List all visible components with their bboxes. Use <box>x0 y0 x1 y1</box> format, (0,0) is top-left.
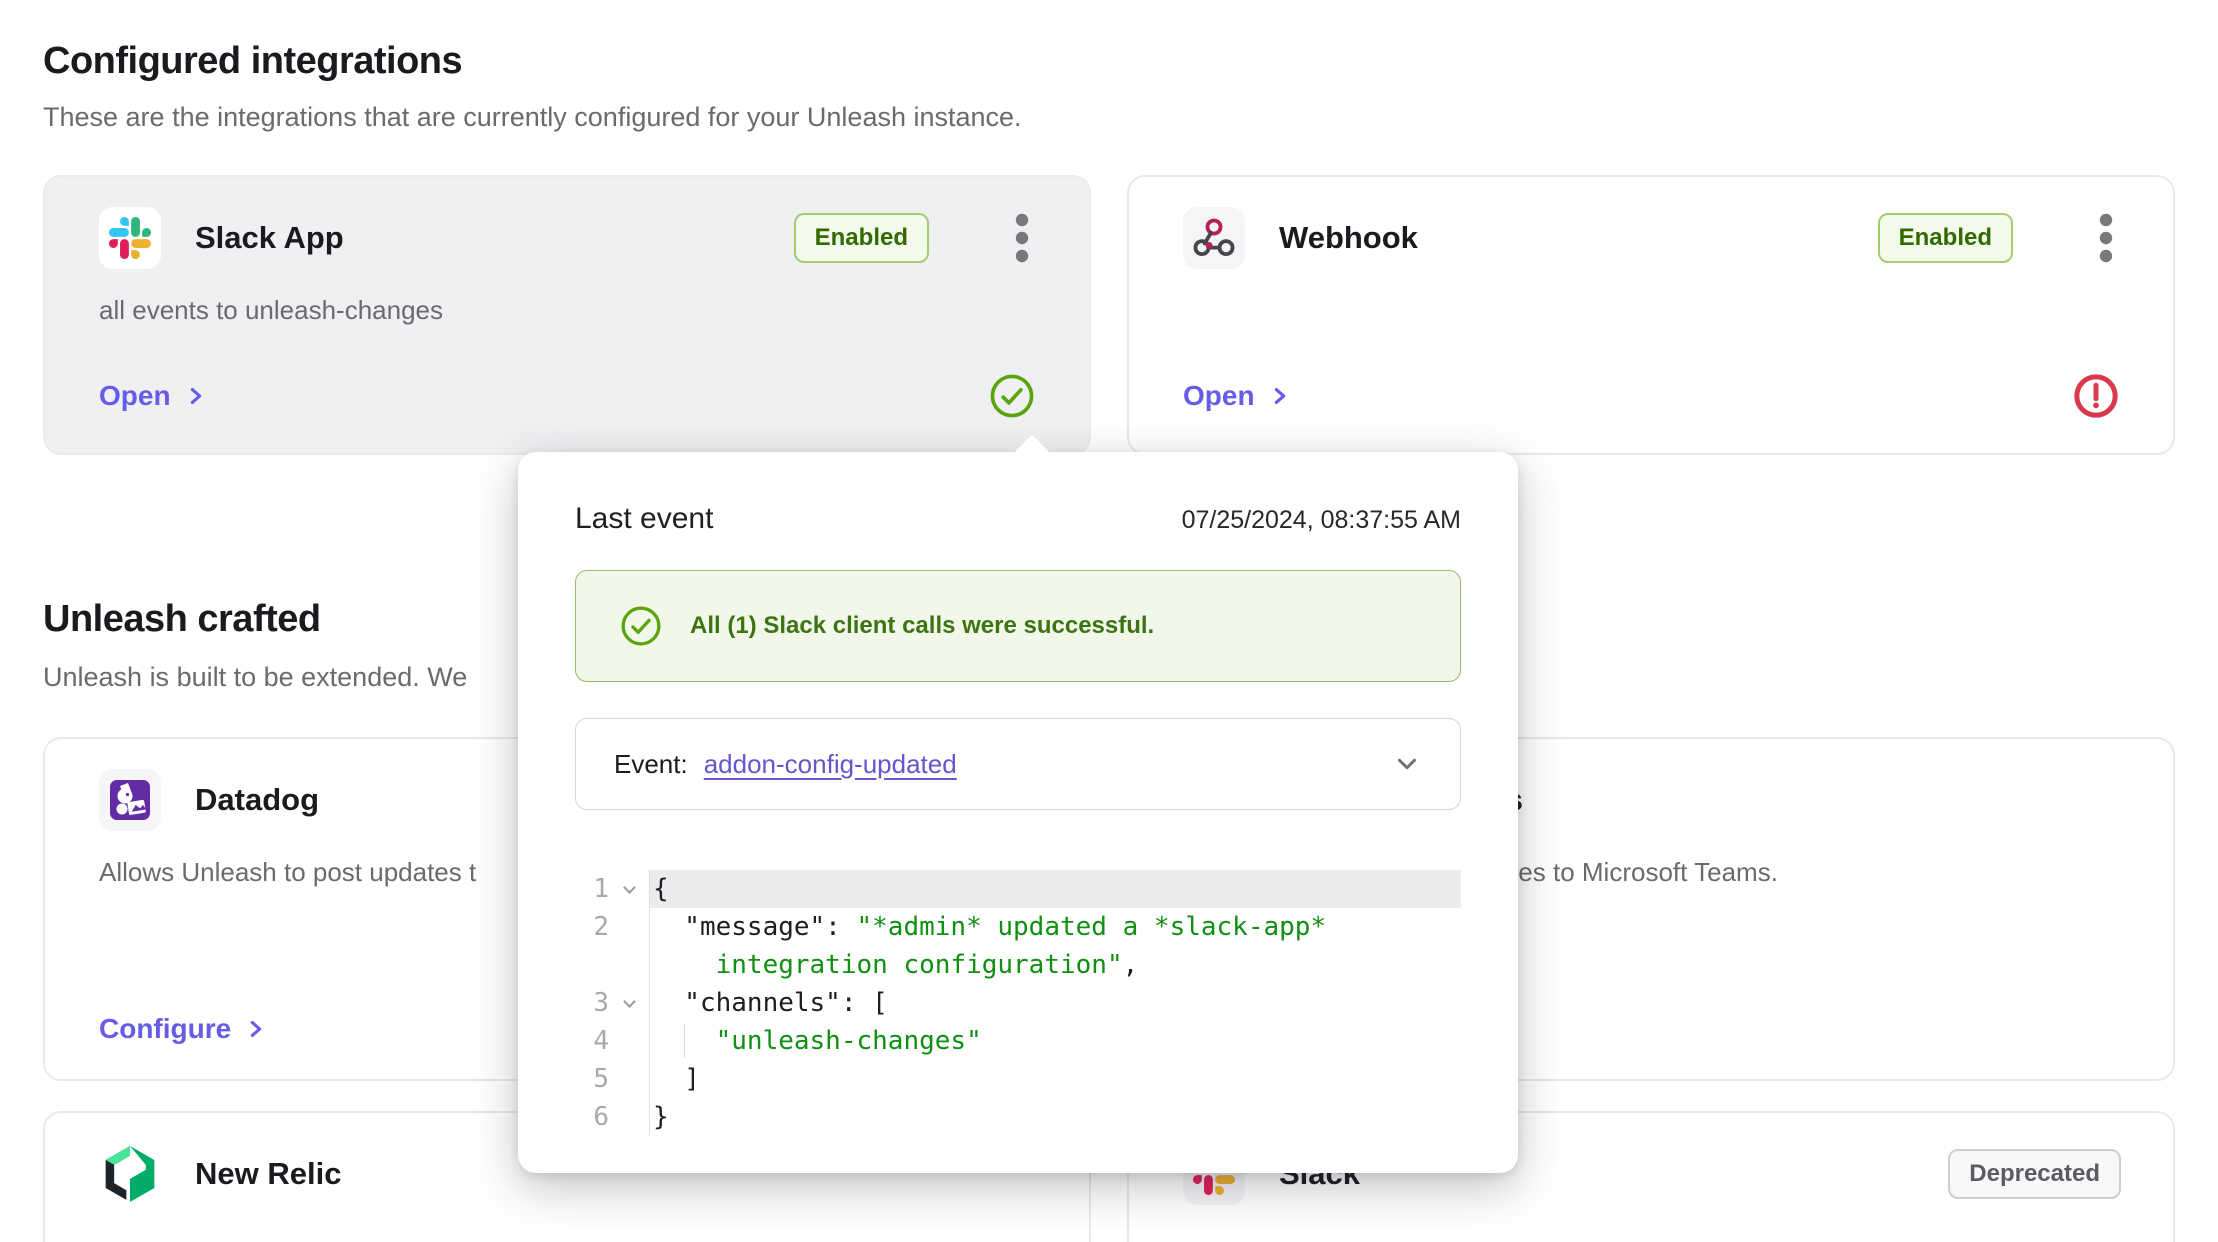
line-number <box>575 946 609 984</box>
status-badge: Enabled <box>1877 213 2013 263</box>
code-text: "channels": [ <box>649 984 1461 1022</box>
code-text: { <box>649 870 1461 908</box>
last-event-popover: Last event 07/25/2024, 08:37:55 AM All (… <box>518 452 1518 1173</box>
card-footer: Open <box>99 373 1037 419</box>
crafted-section-title: Unleash crafted <box>43 598 321 640</box>
event-select[interactable]: Event: addon-config-updated <box>575 718 1461 810</box>
event-label: Event: <box>614 748 688 779</box>
fold-gutter <box>609 1060 649 1098</box>
alert-message: All (1) Slack client calls were successf… <box>690 612 1155 639</box>
success-alert: All (1) Slack client calls were successf… <box>575 570 1461 682</box>
event-payload-code: 1{2 "message": "*admin* updated a *slack… <box>575 870 1461 1136</box>
code-line: 5 ] <box>575 1060 1461 1098</box>
code-line: 1{ <box>575 870 1461 908</box>
datadog-logo <box>99 769 161 831</box>
card-footer: Configure <box>99 1013 1037 1045</box>
line-number: 6 <box>593 1102 609 1132</box>
popover-title: Last event <box>575 502 714 535</box>
card-footer: Open <box>1183 373 2121 419</box>
open-link[interactable]: Open <box>99 380 207 412</box>
webhook-logo <box>1183 207 1245 269</box>
line-number: 2 <box>593 912 609 942</box>
code-text: "unleash-changes" <box>649 1022 1461 1060</box>
success-check-icon <box>989 373 1035 419</box>
event-value-link[interactable]: addon-config-updated <box>703 748 957 779</box>
configure-link[interactable]: Configure <box>99 1013 267 1045</box>
deprecated-badge: Deprecated <box>1948 1149 2121 1199</box>
line-number: 4 <box>593 1026 609 1056</box>
integration-card-slack-app[interactable]: Slack App Enabled all events to unleash-… <box>43 175 1091 455</box>
new-relic-logo <box>99 1143 161 1205</box>
kebab-menu-icon[interactable] <box>2091 209 2121 267</box>
chevron-right-icon <box>190 388 201 404</box>
fold-toggle-icon[interactable] <box>609 870 649 908</box>
code-line: 6} <box>575 1098 1461 1136</box>
card-title: Datadog <box>195 782 319 817</box>
line-number: 5 <box>593 1064 609 1094</box>
chevron-right-icon <box>1274 388 1285 404</box>
code-text: } <box>649 1098 1461 1136</box>
kebab-menu-icon[interactable] <box>1007 209 1037 267</box>
card-header: Slack App Enabled <box>99 207 1037 269</box>
card-description: Allows Unleash to post updates t <box>99 857 477 887</box>
card-title: Webhook <box>1279 220 1418 255</box>
crafted-section-subtitle: Unleash is built to be extended. We <box>43 662 468 692</box>
code-text: ] <box>649 1060 1461 1098</box>
status-badge: Enabled <box>793 213 929 263</box>
popover-header: Last event 07/25/2024, 08:37:55 AM <box>575 502 1461 536</box>
code-line: 2 "message": "*admin* updated a *slack-a… <box>575 908 1461 946</box>
code-line: 4 "unleash-changes" <box>575 1022 1461 1060</box>
page-subtitle: These are the integrations that are curr… <box>43 102 1022 132</box>
card-description: all events to unleash-changes <box>99 295 444 325</box>
open-link[interactable]: Open <box>1183 380 1291 412</box>
card-header: New Relic <box>99 1143 1037 1205</box>
line-number: 1 <box>593 874 609 904</box>
card-header: Webhook Enabled <box>1183 207 2121 269</box>
chevron-right-icon <box>250 1021 262 1037</box>
fold-gutter <box>609 1022 649 1060</box>
code-text: "message": "*admin* updated a *slack-app… <box>649 908 1461 946</box>
line-number: 3 <box>593 988 609 1018</box>
error-icon <box>2073 373 2119 419</box>
fold-gutter <box>609 946 649 984</box>
code-line: 3 "channels": [ <box>575 984 1461 1022</box>
code-text: integration configuration", <box>649 946 1461 984</box>
event-timestamp: 07/25/2024, 08:37:55 AM <box>1181 506 1461 534</box>
fold-toggle-icon[interactable] <box>609 984 649 1022</box>
card-header: Datadog <box>99 769 1037 831</box>
code-line: integration configuration", <box>575 946 1461 984</box>
page-title: Configured integrations <box>43 40 463 82</box>
fold-gutter <box>609 908 649 946</box>
chevron-down-icon <box>1398 758 1416 770</box>
success-check-icon <box>621 606 661 646</box>
slack-logo <box>99 207 161 269</box>
integration-card-webhook[interactable]: Webhook Enabled Open <box>1127 175 2175 455</box>
card-title: New Relic <box>195 1156 342 1191</box>
fold-gutter <box>609 1098 649 1136</box>
card-title: Slack App <box>195 220 344 255</box>
configured-integrations-row: Slack App Enabled all events to unleash-… <box>43 175 2175 455</box>
